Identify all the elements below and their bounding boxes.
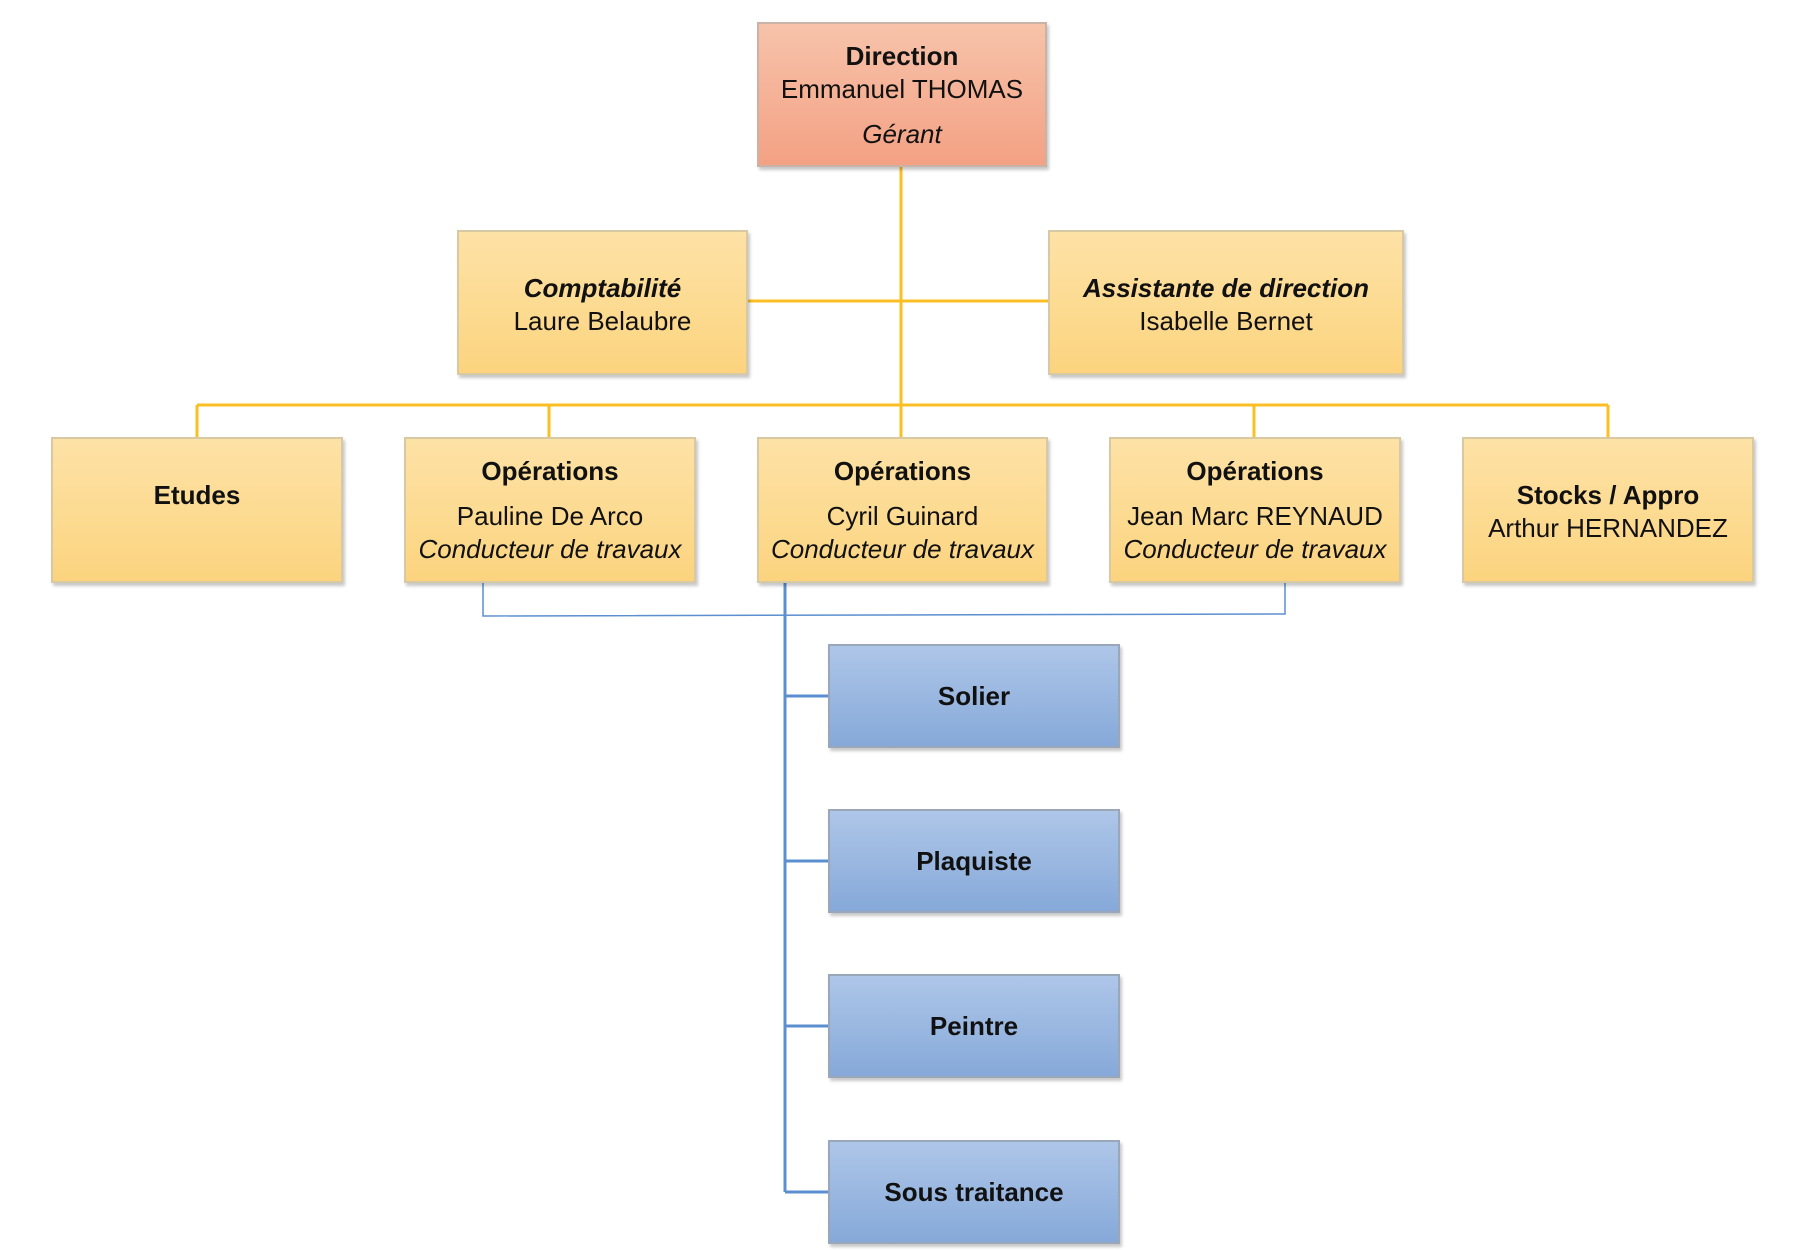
stocks-box: Stocks / Appro Arthur HERNANDEZ bbox=[1462, 437, 1754, 583]
direction-title: Direction bbox=[845, 41, 959, 71]
trade-label-solier: Solier bbox=[937, 680, 1011, 711]
operations-name-3: Jean Marc REYNAUD bbox=[1127, 501, 1383, 531]
comptabilite-box: Comptabilité Laure Belaubre bbox=[457, 230, 748, 375]
trade-label-plaquiste: Plaquiste bbox=[916, 845, 1032, 876]
operations-title-2: Opérations bbox=[833, 456, 972, 486]
direction-role: Gérant bbox=[862, 119, 942, 149]
etudes-box: Etudes bbox=[51, 437, 343, 583]
assistante-name: Isabelle Bernet bbox=[1139, 306, 1313, 336]
stocks-title: Stocks / Appro bbox=[1516, 480, 1700, 510]
stocks-name: Arthur HERNANDEZ bbox=[1488, 513, 1728, 543]
operations-title-1: Opérations bbox=[481, 456, 619, 486]
operations-title-3: Opérations bbox=[1186, 456, 1324, 486]
operations-name-1: Pauline De Arco bbox=[456, 501, 644, 531]
trade-label-sous-traitance: Sous traitance bbox=[884, 1176, 1064, 1207]
trade-box-solier: Solier bbox=[828, 644, 1120, 748]
trade-label-peintre: Peintre bbox=[929, 1010, 1019, 1041]
operations-name-2: Cyril Guinard bbox=[826, 501, 979, 531]
direction-name: Emmanuel THOMAS bbox=[780, 74, 1024, 104]
operations-box-2: Opérations Cyril Guinard Conducteur de t… bbox=[757, 437, 1048, 583]
connector-ops-bracket bbox=[482, 583, 1286, 617]
trade-box-sous-traitance: Sous traitance bbox=[828, 1140, 1120, 1244]
assistante-title: Assistante de direction bbox=[1082, 273, 1370, 303]
operations-box-1: Opérations Pauline De Arco Conducteur de… bbox=[404, 437, 696, 583]
assistante-box: Assistante de direction Isabelle Bernet bbox=[1048, 230, 1404, 375]
operations-role-3: Conducteur de travaux bbox=[1123, 534, 1387, 564]
trade-box-plaquiste: Plaquiste bbox=[828, 809, 1120, 913]
etudes-title: Etudes bbox=[153, 480, 241, 510]
operations-role-1: Conducteur de travaux bbox=[418, 534, 682, 564]
operations-box-3: Opérations Jean Marc REYNAUD Conducteur … bbox=[1109, 437, 1401, 583]
comptabilite-title: Comptabilité bbox=[523, 273, 682, 303]
comptabilite-name: Laure Belaubre bbox=[513, 306, 692, 336]
direction-box: Direction Emmanuel THOMAS Gérant bbox=[757, 22, 1047, 167]
operations-role-2: Conducteur de travaux bbox=[770, 534, 1035, 564]
trade-box-peintre: Peintre bbox=[828, 974, 1120, 1078]
